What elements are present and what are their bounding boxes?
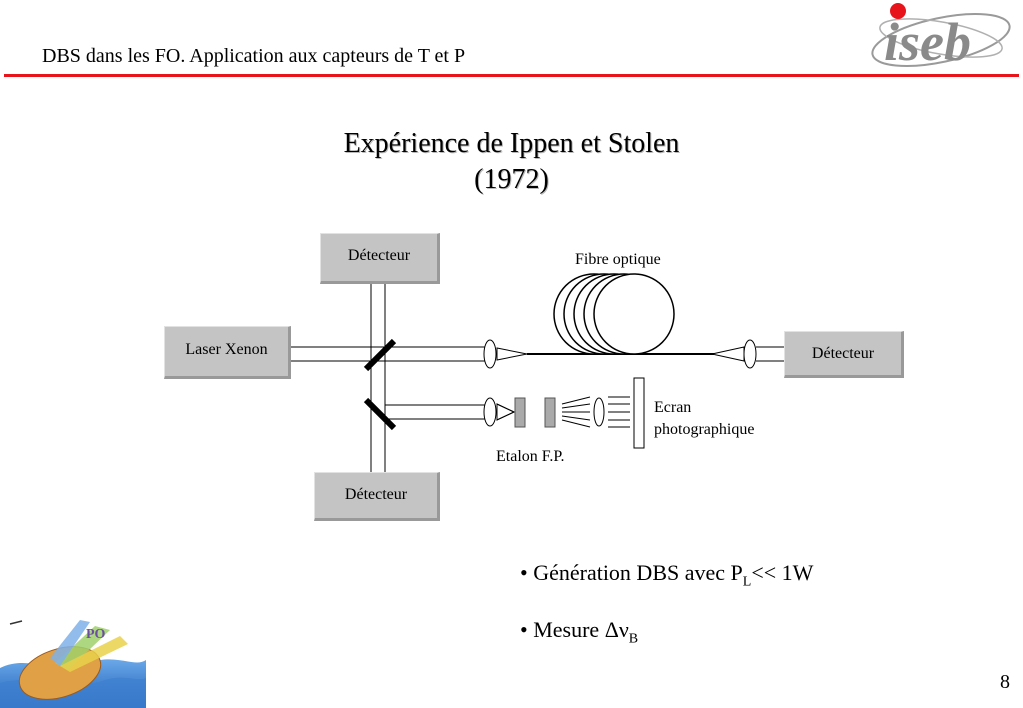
red-dot-icon [890, 3, 906, 19]
slide-title: Expérience de Ippen et Stolen (1972) [0, 126, 1023, 198]
detector-top-label: Détecteur [347, 247, 411, 264]
corner-logo-image: PO [0, 608, 146, 708]
etalon-plate-1 [514, 397, 526, 428]
detector-right-label: Détecteur [811, 345, 875, 362]
photographic-screen [633, 377, 645, 449]
output-lens [743, 339, 757, 369]
laser-label: Laser Xenon [185, 341, 268, 358]
bullet-item-1: • Génération DBS avec PL<< 1W [520, 560, 814, 590]
beam-splitter-top [363, 338, 397, 372]
input-lens [483, 339, 497, 369]
input-focus-cone [496, 347, 528, 361]
corner-logo-glyphs: PO [86, 627, 106, 642]
iseb-logo-text: iseb [884, 12, 971, 72]
laser-box: Laser Xenon [164, 326, 291, 379]
slide-title-line2: (1972) [474, 164, 549, 195]
output-focus-cone [711, 346, 745, 362]
slide-title-line1: Expérience de Ippen et Stolen [343, 128, 680, 159]
header-title: DBS dans les FO. Application aux capteur… [42, 45, 466, 67]
bullet-item-2: • Mesure ΔνB [520, 617, 639, 647]
fiber-coil [553, 273, 675, 355]
etalon-cross-left [496, 403, 516, 421]
screen-rays [608, 396, 630, 428]
screen-lens [593, 397, 605, 427]
bullet-list: • Génération DBS avec PL<< 1W • Mesure Δ… [520, 549, 813, 664]
etalon-lens [483, 397, 497, 427]
iseb-logo: iseb [871, 3, 1011, 72]
header-rule [4, 74, 1019, 77]
detector-right: Détecteur [784, 331, 904, 378]
etalon-plate-2 [544, 397, 556, 428]
screen-label-line1: Ecran [654, 399, 692, 416]
beam-splitter-bottom [363, 397, 397, 431]
screen-label-line2: photographique [654, 421, 755, 438]
detector-bottom-label: Détecteur [344, 486, 408, 503]
detector-top: Détecteur [320, 233, 440, 284]
fringe-rays [561, 396, 591, 428]
detector-bottom: Détecteur [314, 472, 440, 521]
etalon-label: Etalon F.P. [496, 448, 565, 465]
fiber-label: Fibre optique [575, 251, 661, 268]
page-number: 8 [1000, 671, 1010, 693]
